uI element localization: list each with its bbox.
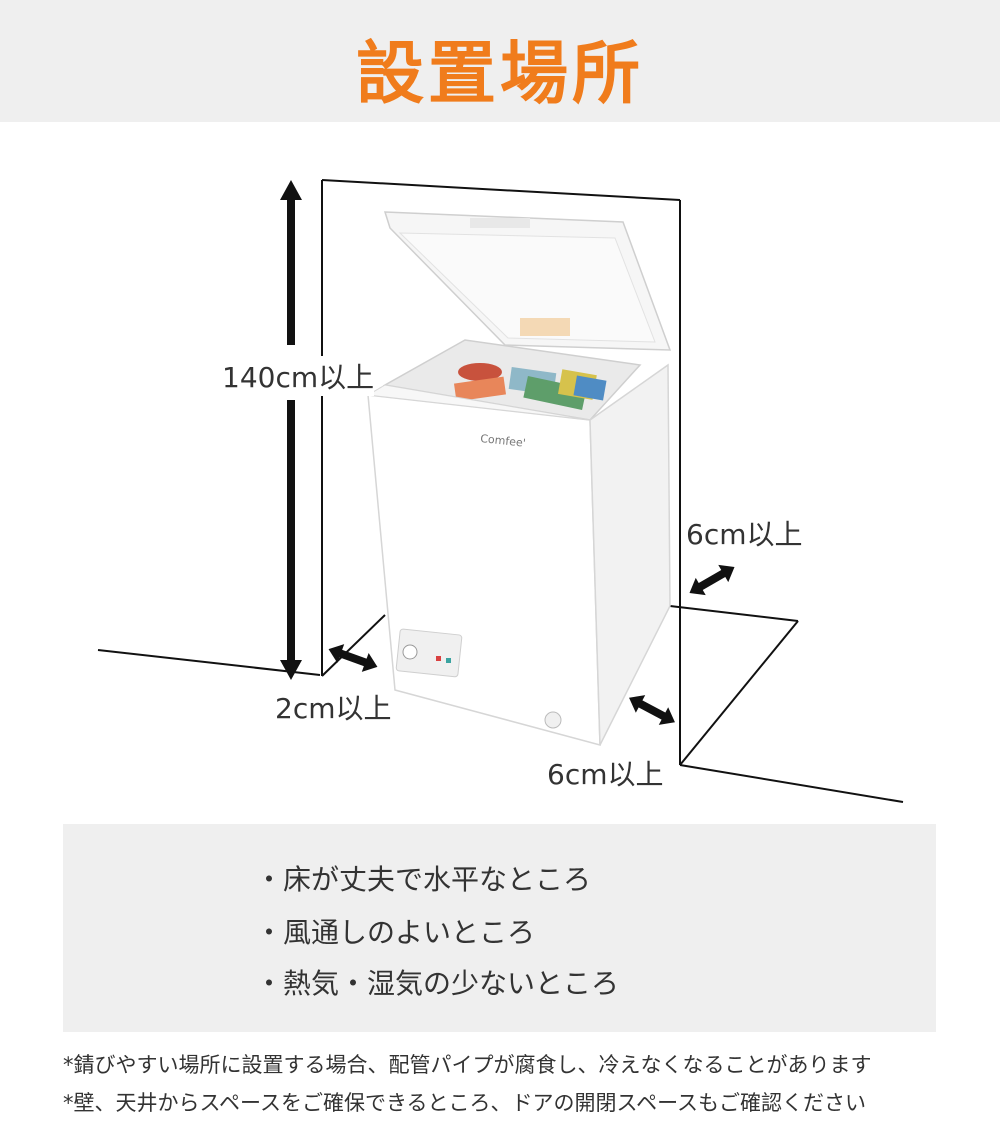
condition-item: ・床が丈夫で水平なところ [255,863,592,896]
dimension-arrows [280,180,735,725]
footnote: *錆びやすい場所に設置する場合、配管パイプが腐食し、冷えなくなることがあります [63,1053,872,1077]
conditions-panel [63,824,936,1032]
footnote: *壁、天井からスペースをご確保できるところ、ドアの開閉スペースもご確認ください [63,1091,867,1115]
control-panel [395,628,463,678]
drain-plug [544,711,562,729]
freezer-illustration: Comfee' [366,211,672,746]
clearance-side-left-label: 2cm以上 [275,687,392,727]
room-guide-lines [97,179,904,803]
page-title: 設置場所 [355,35,644,114]
frozen-food-items [453,363,607,410]
condition-item: ・熱気・湿気の少ないところ [255,967,620,1000]
freezer-front [367,394,601,746]
clearance-back-label: 6cm以上 [547,753,664,793]
header-band [0,0,1000,122]
clearance-top-label: 140cm以上 [222,356,375,396]
freezer-side [589,363,671,746]
condition-item: ・風通しのよいところ [255,916,536,949]
installation-diagram: Comfee' [97,179,904,803]
clearance-side-right-label: 6cm以上 [686,513,803,553]
freezer-brand-logo: Comfee' [480,432,527,450]
